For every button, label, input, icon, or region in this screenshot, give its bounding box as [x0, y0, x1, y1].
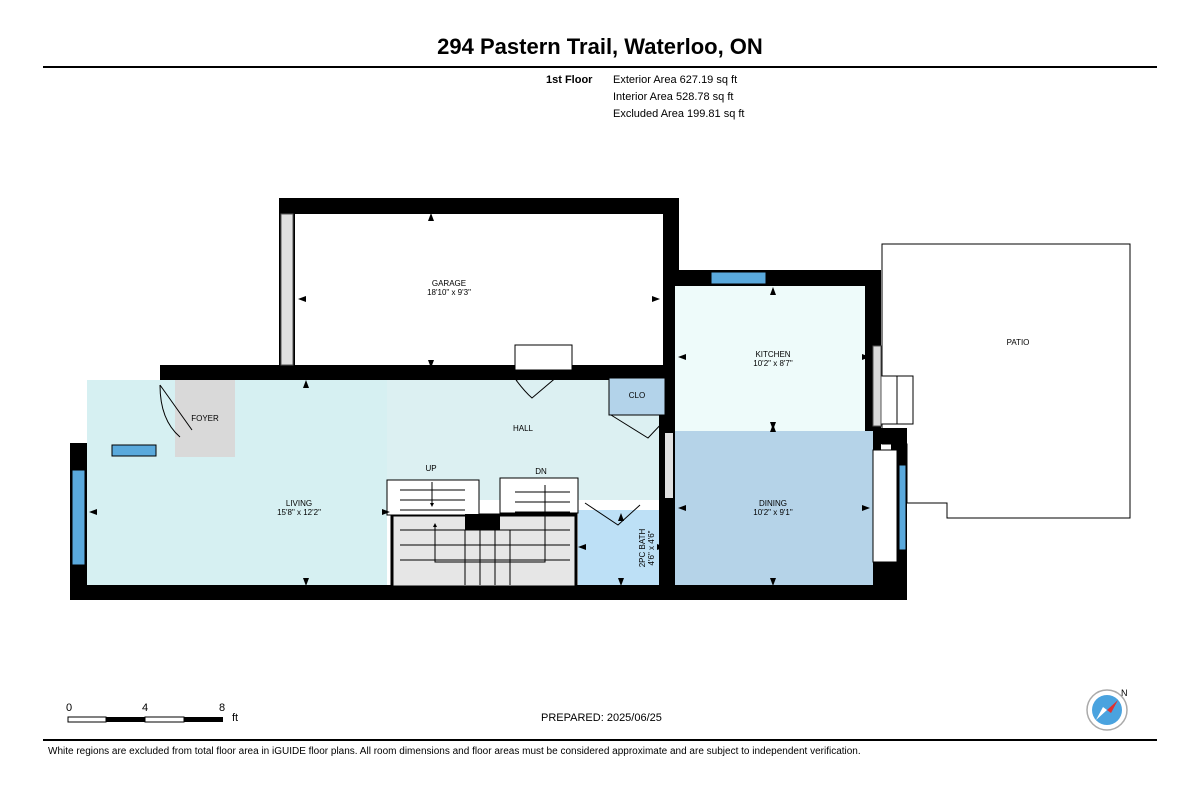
scale-bar: [67, 716, 223, 723]
hall-opening: [665, 433, 673, 498]
clo-floor: [608, 377, 666, 416]
dining-label: DINING: [759, 499, 787, 508]
kitchen-dims: 10'2" x 8'7": [753, 359, 793, 368]
clo-label: CLO: [629, 391, 645, 400]
compass-north-label: N: [1121, 688, 1128, 698]
header-rule: [43, 66, 1157, 68]
scale-tick-0: 0: [66, 702, 73, 714]
bath-label: 2PC BATH: [638, 529, 647, 568]
disclaimer: White regions are excluded from total fl…: [48, 746, 861, 757]
kitchen-side-door: [872, 345, 882, 427]
living-dims: 15'8" x 12'2": [277, 508, 321, 517]
bath-floor: [578, 510, 659, 585]
prepared-value: 2025/06/25: [606, 712, 662, 724]
dining-dims: 10'2" x 9'1": [753, 508, 793, 517]
garage-side-window: [280, 213, 294, 366]
prepared-label: PREPARED:: [541, 712, 604, 724]
dining-floor: [675, 431, 873, 585]
kitchen-floor: [675, 286, 865, 431]
patio-area: [881, 243, 1131, 519]
living-label: LIVING: [286, 499, 312, 508]
interior-area-value: 528.78 sq ft: [675, 91, 734, 103]
exterior-area-label: Exterior Area: [613, 74, 677, 86]
patio-label: PATIO: [1007, 338, 1030, 347]
scale-unit: ft: [232, 712, 239, 724]
dimension-arrows: [89, 213, 870, 586]
stairs: [386, 477, 579, 589]
bath-dims: 4'6" x 4'6": [647, 530, 656, 565]
scale-tick-4: 4: [142, 702, 149, 714]
living-floor: [87, 380, 387, 585]
scale-tick-8: 8: [219, 702, 226, 714]
doors: [159, 344, 666, 526]
dining-sliding-door: [872, 449, 898, 563]
kitchen-label: KITCHEN: [755, 350, 790, 359]
footer-rule: [43, 739, 1157, 741]
hall-label: HALL: [513, 424, 534, 433]
floor-label: 1st Floor: [546, 74, 593, 86]
compass-icon: N: [1086, 688, 1128, 731]
exterior-area-value: 627.19 sq ft: [679, 74, 738, 86]
prepared-date: PREPARED:2025/06/25: [541, 712, 662, 724]
foyer-label: FOYER: [191, 414, 219, 423]
stairs-down-label: DN: [535, 467, 547, 476]
foyer-floor: [175, 380, 235, 457]
garage-dims: 18'10" x 9'3": [427, 288, 471, 297]
excluded-area-value: 199.81 sq ft: [687, 108, 745, 120]
interior-area-label: Interior Area: [613, 91, 673, 103]
stairs-up-label: UP: [425, 464, 436, 473]
windows: [71, 271, 907, 566]
excluded-area-label: Excluded Area: [613, 108, 684, 120]
garage-floor: [295, 214, 663, 365]
garage-label: GARAGE: [432, 279, 466, 288]
page-title: 294 Pastern Trail, Waterloo, ON: [437, 34, 763, 59]
